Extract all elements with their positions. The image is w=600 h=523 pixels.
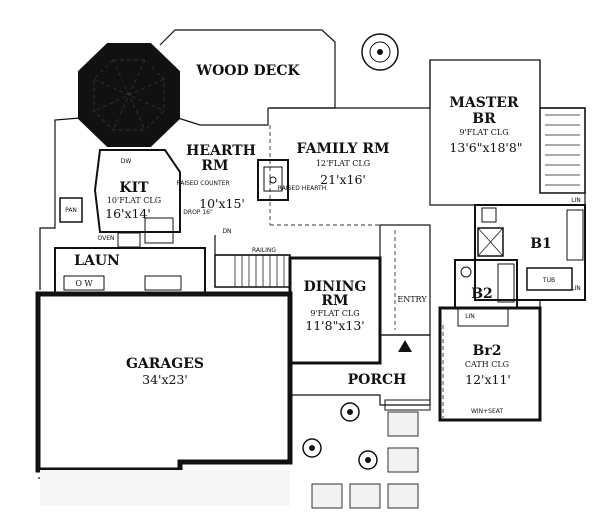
b2-name: B2 xyxy=(471,286,493,302)
pantry xyxy=(59,197,83,223)
garages-name: GARAGES xyxy=(126,356,204,372)
kitchen-island xyxy=(93,149,181,233)
entry-hall xyxy=(379,224,431,336)
stairs xyxy=(214,254,291,288)
kit-size: 16'x14' xyxy=(105,206,151,221)
garages-size: 34'x23' xyxy=(142,372,188,387)
porch-walls xyxy=(290,334,431,406)
br2-size: 12'x11' xyxy=(465,372,511,387)
brkfst-size: 14'x13' xyxy=(106,110,152,125)
entry-name: ENTRY xyxy=(397,295,427,304)
tub-b2 xyxy=(497,263,515,303)
dining-name-2: RM xyxy=(321,293,348,309)
dw-label: DW xyxy=(121,158,132,165)
tray-ceiling-outline xyxy=(93,59,165,131)
linen-label-2: LIN xyxy=(571,285,581,292)
pantry-label: PAN xyxy=(65,207,77,214)
washer-dryer xyxy=(63,275,105,291)
family-size: 21'x16' xyxy=(320,172,366,187)
family-name: FAMILY RM xyxy=(297,141,390,157)
shrub-icon xyxy=(358,450,378,470)
toilet-b2 xyxy=(460,266,472,278)
shower xyxy=(477,227,504,257)
raised-counter-label: RAISED COUNTER xyxy=(176,180,229,187)
tub-label: TUB xyxy=(542,277,555,284)
kit-name: KIT xyxy=(119,180,149,196)
b1-name: B1 xyxy=(530,236,552,252)
dn-label: DN xyxy=(222,228,231,235)
bath-b1 xyxy=(474,204,586,301)
entry-arrow-icon xyxy=(398,340,412,352)
family-ceiling: 12'FLAT CLG xyxy=(316,159,370,168)
linen-closet-br2 xyxy=(457,307,509,327)
stair-treads xyxy=(234,255,285,287)
garage-walls xyxy=(35,291,293,473)
linen-label-1: LIN xyxy=(571,197,581,204)
porch-name: PORCH xyxy=(348,372,407,388)
master-closet xyxy=(539,107,586,194)
walkway-pavers xyxy=(311,411,419,509)
wood-deck-name: WOOD DECK xyxy=(195,63,300,79)
porch-step xyxy=(384,399,431,411)
drop-label: DROP 16" xyxy=(183,209,213,216)
brkfst-name: BRKFST xyxy=(96,61,163,77)
dining-size: 11'8"x13' xyxy=(305,318,364,333)
washer-dryer-label: O W xyxy=(75,279,93,288)
driveway xyxy=(40,470,290,506)
stair-rail xyxy=(214,235,290,256)
hearth-name-1: HEARTH xyxy=(186,143,256,159)
fireplace-icon xyxy=(269,176,277,184)
shrub-icon xyxy=(361,33,399,71)
laundry-cabinet xyxy=(144,275,182,291)
master-name-2: BR xyxy=(472,111,496,127)
vanity-b1 xyxy=(566,209,584,261)
master-size: 13'6"x18'8" xyxy=(449,140,522,155)
dining-name-1: DINING xyxy=(304,279,367,295)
linen-label-3: LIN xyxy=(465,313,475,320)
oven-label: OVEN xyxy=(97,235,114,242)
railing-label: RAILING xyxy=(252,247,276,254)
fireplace xyxy=(257,159,289,201)
br2-name: Br2 xyxy=(473,343,502,359)
cooktop xyxy=(117,232,141,248)
shrub-icon xyxy=(340,402,360,422)
brkfst-ceiling: TRAY CLG xyxy=(108,77,150,86)
hearth-name-2: RM xyxy=(201,158,228,174)
shrub-icon xyxy=(302,438,322,458)
raised-hearth-label: RAISED HEARTH xyxy=(278,185,326,192)
kit-ceiling: 10'FLAT CLG xyxy=(107,196,161,205)
window-seat-label: WIN+SEAT xyxy=(471,408,503,415)
laun-name: LAUN xyxy=(74,253,120,269)
toilet-b1 xyxy=(481,207,497,223)
master-ceiling: 9'FLAT CLG xyxy=(459,128,508,137)
kitchen-counter xyxy=(144,217,174,244)
tub xyxy=(526,267,573,291)
master-wall xyxy=(429,60,475,206)
dining-ceiling: 9'FLAT CLG xyxy=(310,309,359,318)
closet-hangers xyxy=(545,114,580,186)
kitchen-left-wall xyxy=(39,117,81,290)
tray-ceiling-rays xyxy=(93,59,165,131)
master-name-1: MASTER xyxy=(449,95,519,111)
hearth-top-wall xyxy=(177,108,269,126)
br2-ceiling: CATH CLG xyxy=(465,360,509,369)
fireplace-firebox xyxy=(263,166,283,192)
hearth-size: 10'x15' xyxy=(199,196,245,211)
